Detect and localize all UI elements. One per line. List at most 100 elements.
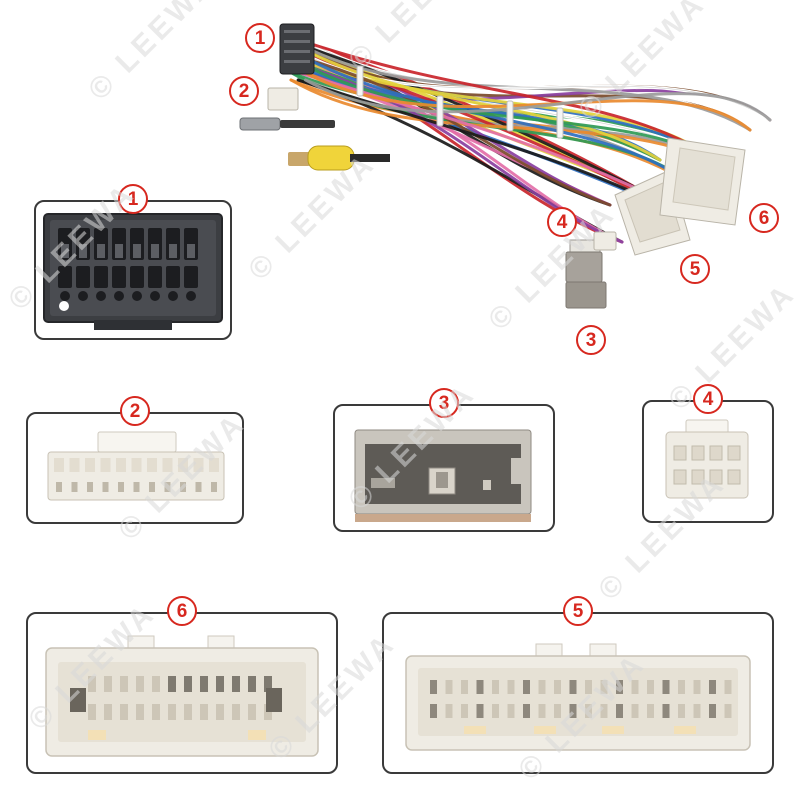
pin-contact (436, 472, 448, 488)
wire (294, 62, 624, 244)
pin-cavity (56, 482, 62, 492)
rca-cable (350, 154, 390, 162)
pin-cavity (709, 680, 716, 694)
plug-latch (97, 431, 177, 453)
plug-rib (284, 60, 310, 63)
panel-number: 5 (572, 600, 584, 622)
plug-rib (284, 30, 310, 33)
pin-cavity (585, 680, 592, 694)
pin-cavity (569, 680, 577, 694)
connector-panel-4: 4 (642, 384, 774, 523)
pin-cavity (76, 266, 90, 288)
pin-cavity (200, 676, 208, 692)
pin-cavity (102, 482, 109, 492)
pin-cavity (195, 482, 202, 492)
plug-latch (94, 320, 172, 330)
callout-number: 5 (689, 258, 701, 280)
plug-base (355, 514, 531, 522)
panel-number: 2 (129, 400, 141, 422)
pin-slot (54, 458, 64, 472)
pin-cavity (232, 676, 240, 692)
zip-tie (436, 95, 444, 127)
pin-slot (131, 458, 142, 472)
callout-number: 3 (585, 329, 597, 351)
pin-cavity (104, 704, 112, 720)
pin-cavity (211, 482, 217, 492)
pin-cavity (538, 680, 546, 694)
pin-cavity (148, 266, 162, 288)
pin-cavity (461, 680, 468, 694)
pin-cavity (430, 704, 437, 718)
pin-marker (534, 726, 556, 734)
pin-cavity (647, 704, 654, 718)
pin-cavity (149, 482, 155, 492)
panel-number: 3 (438, 392, 450, 414)
pin-cavity (445, 680, 453, 694)
plug-rib (284, 40, 310, 43)
harness-plug-2 (267, 87, 299, 111)
pin-cavity (724, 680, 732, 694)
panel-badge-6: 6 (167, 596, 197, 626)
pin-cavity (152, 676, 160, 692)
pin-cavity (724, 704, 732, 718)
pin-cavity (616, 704, 623, 718)
pin-marker (674, 726, 696, 734)
pin-cavity (492, 680, 499, 694)
harness-callout-2: 2 (229, 76, 259, 106)
connector-panel-2: 2 (26, 396, 244, 524)
pin-cavity (476, 704, 484, 718)
plug-3-body (565, 281, 607, 309)
pin-cavity (232, 704, 240, 720)
pin-cavity (133, 482, 140, 492)
white-ribbon-plug-face (47, 431, 225, 501)
antenna-plug (239, 117, 281, 131)
pin-cavity (152, 704, 160, 720)
pin-hole (168, 291, 178, 301)
pin-cavity (538, 704, 546, 718)
plug-rib (284, 50, 310, 53)
gray-plug-face (354, 429, 532, 522)
pin-cavity (461, 704, 468, 718)
pin-cavity (184, 704, 192, 720)
pin-cavity (492, 704, 499, 718)
pin-cavity (600, 680, 608, 694)
pin-contact (61, 244, 69, 258)
panel-number: 1 (127, 188, 139, 210)
rca-tip (288, 152, 310, 166)
pin-cavity (200, 704, 208, 720)
pin-cavity (727, 469, 741, 485)
harness-callout-4: 4 (547, 207, 577, 237)
pin-hole (114, 291, 124, 301)
plug-face (418, 668, 738, 736)
pin-contact (79, 244, 87, 258)
pin-slot (100, 458, 111, 472)
pin-slot (116, 458, 126, 472)
wire (293, 54, 612, 207)
pin-cavity (554, 704, 561, 718)
pin-cavity (248, 704, 256, 720)
harness-plug-3 (565, 251, 603, 283)
watermark-text: © LEEWA (82, 0, 223, 107)
pin-cavity (71, 482, 78, 492)
pin-hole (60, 291, 70, 301)
callout-number: 4 (556, 211, 568, 233)
pin-cavity (693, 680, 701, 694)
large-white-plug-face (405, 643, 751, 751)
pin-slot (178, 458, 188, 472)
pin-block (428, 467, 456, 495)
connector-panel-5: 5 (382, 596, 774, 774)
pin-cavity (168, 704, 176, 720)
panel-badge-4: 4 (693, 384, 723, 414)
pin-cavity (673, 469, 687, 485)
pin-cavity (673, 445, 687, 461)
connector-panel-3: 3 (333, 388, 555, 532)
pin-hole (132, 291, 142, 301)
wire (297, 38, 702, 152)
plug-latch (535, 643, 563, 657)
key-slot (511, 458, 521, 484)
pin-cavity (662, 680, 670, 694)
pin-cavity (184, 266, 198, 288)
panel-number: 6 (176, 600, 188, 622)
pin-slot (69, 458, 80, 472)
pin-cavity (264, 676, 272, 692)
